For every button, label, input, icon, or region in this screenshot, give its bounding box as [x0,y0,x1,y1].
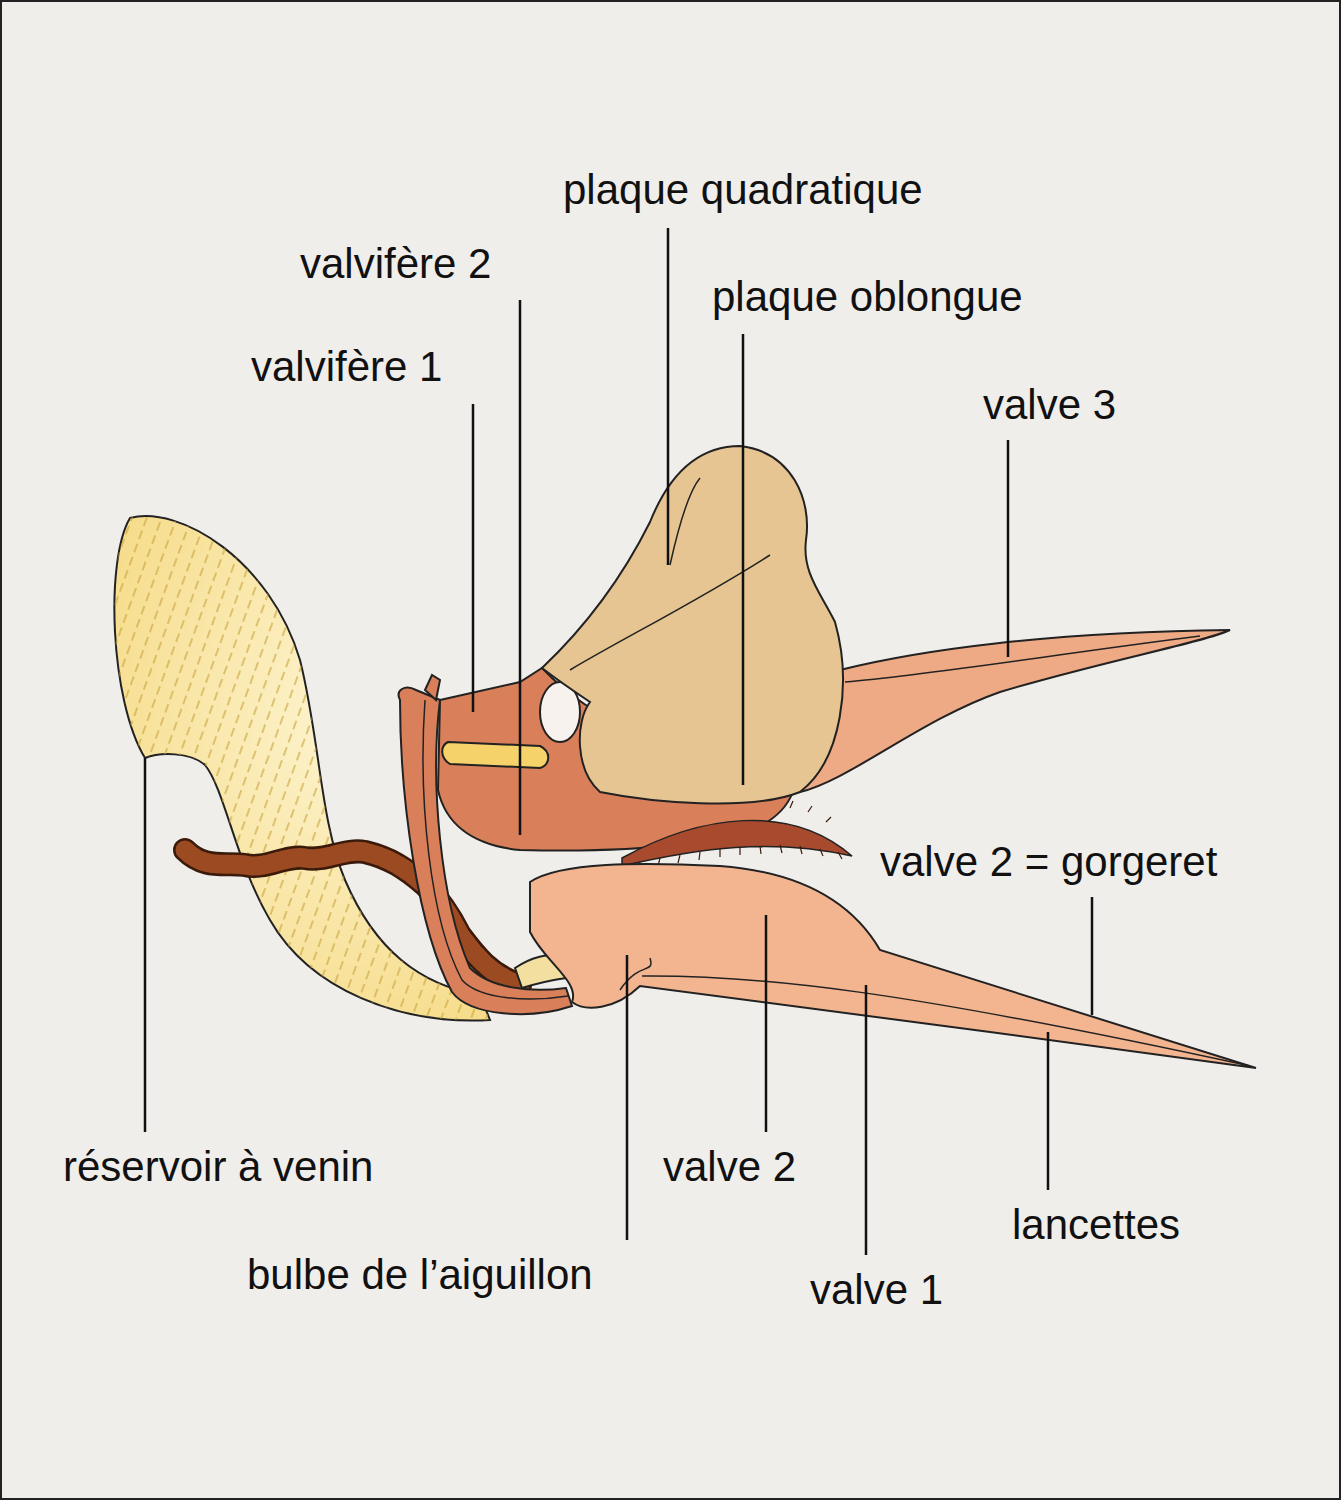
leader-line [144,758,147,1132]
part-label: valve 2 [663,1142,796,1192]
leader-line [765,915,768,1132]
yellow-bar [442,742,548,768]
quadrate-ridge [670,478,700,565]
leader-line [667,228,670,565]
valve-3 [795,630,1230,792]
venom-gland [185,850,520,985]
part-label: bulbe de l’aiguillon [247,1250,593,1300]
leader-line [865,985,868,1255]
venom-gland-outline [185,850,520,985]
sting-bulb [530,864,1256,1068]
leader-line [519,300,522,835]
bulb-edge [620,958,651,990]
part-label: valve 2 = gorgeret [880,837,1217,887]
valve-3-edge [845,636,1200,682]
arm-tip [425,675,440,700]
leader-line [1091,897,1094,1015]
leader-line [742,334,745,785]
quadrate-ridge [570,555,770,670]
part-label: plaque oblongue [712,272,1023,322]
part-label: plaque quadratique [563,165,923,215]
hair-comb [622,820,852,866]
leader-line [1047,1032,1050,1190]
part-label: réservoir à venin [63,1142,373,1192]
part-label: valve 1 [810,1265,943,1315]
leader-line [1007,440,1010,657]
part-label: valvifère 1 [251,342,442,392]
leader-line [472,404,475,712]
part-label: lancettes [1012,1200,1180,1250]
leader-line [626,955,629,1240]
quadrate-plate [542,446,843,804]
hair-fringe [638,801,842,870]
part-label: valve 3 [983,380,1116,430]
part-label: valvifère 2 [300,239,491,289]
leader-lines [145,228,1092,1255]
lancet-line [642,976,1250,1066]
